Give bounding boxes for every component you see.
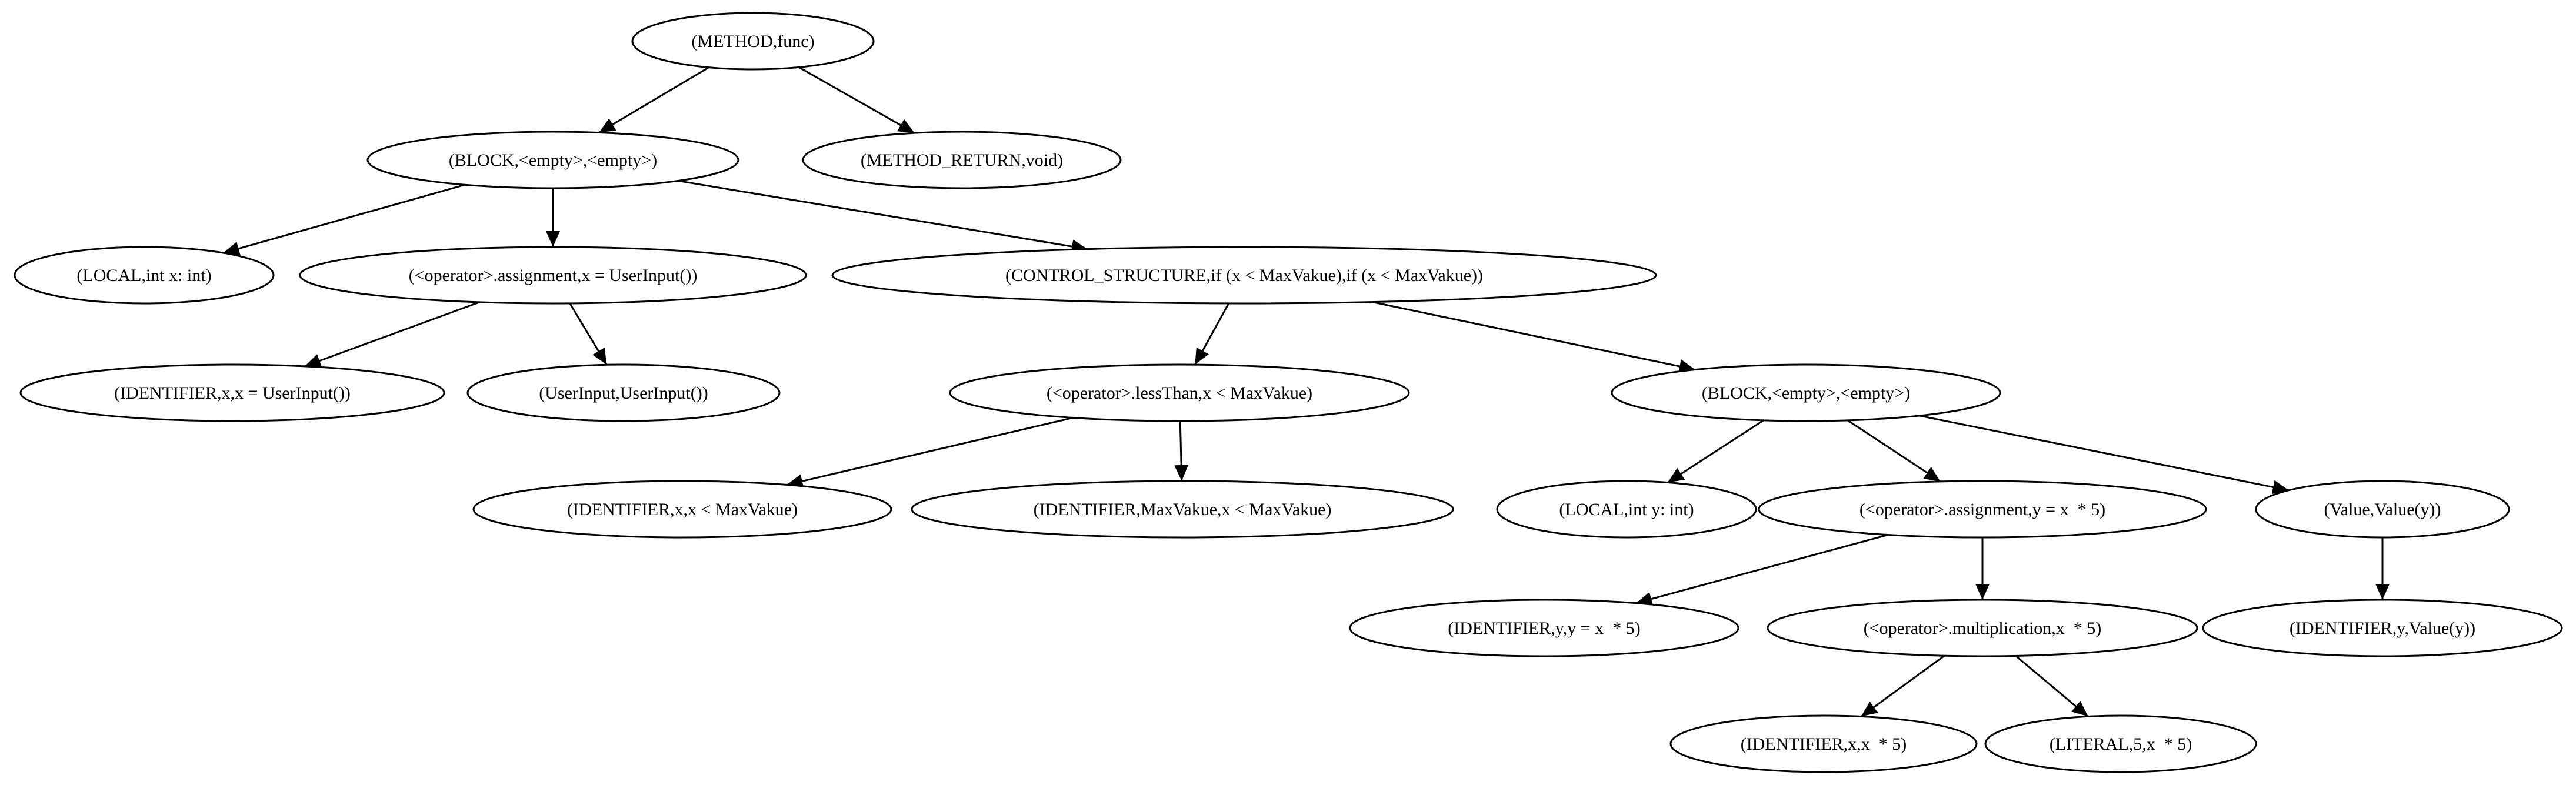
node-control_if: (CONTROL_STRUCTURE,if (x < MaxVakue),if … xyxy=(831,246,1657,305)
node-ellipse xyxy=(366,131,739,189)
edge-method-to-block_root xyxy=(598,66,709,133)
node-ellipse xyxy=(1496,480,1757,539)
node-local_y: (LOCAL,int y: int) xyxy=(1496,480,1757,539)
node-label: (UserInput,UserInput()) xyxy=(539,383,708,403)
node-ident_x_lt: (IDENTIFIER,x,x < MaxVakue) xyxy=(472,480,892,539)
node-ident_x_assign: (IDENTIFIER,x,x = UserInput()) xyxy=(19,363,445,422)
node-label: (<operator>.assignment,y = x * 5) xyxy=(1859,500,2105,519)
edge-assign_x-to-ident_x_assign xyxy=(304,301,480,368)
node-label: (IDENTIFIER,x,x < MaxVakue) xyxy=(567,500,798,519)
edge-block_root-to-control_if xyxy=(678,179,1088,253)
node-local_x: (LOCAL,int x: int) xyxy=(14,246,275,305)
node-ellipse xyxy=(1758,480,2207,539)
node-ellipse xyxy=(1349,599,1739,657)
edge-block_if-to-assign_y xyxy=(1847,419,1941,483)
node-label: (LOCAL,int x: int) xyxy=(76,266,211,285)
edge-control_if-to-lessthan xyxy=(1194,303,1229,365)
edge-assign_y-to-ident_y_assign xyxy=(1635,534,1888,606)
node-method: (METHOD,func) xyxy=(631,12,875,71)
node-ellipse xyxy=(831,246,1657,305)
node-ellipse xyxy=(2202,599,2563,657)
edge-control_if-to-block_if xyxy=(1372,301,1696,373)
node-label: (LITERAL,5,x * 5) xyxy=(2050,734,2192,754)
node-ident_y_value: (IDENTIFIER,y,Value(y)) xyxy=(2202,599,2563,657)
node-ident_y_assign: (IDENTIFIER,y,y = x * 5) xyxy=(1349,599,1739,657)
node-block_if: (BLOCK,<empty>,<empty>) xyxy=(1611,363,2001,422)
node-label: (METHOD_RETURN,void) xyxy=(861,151,1063,170)
node-method_return: (METHOD_RETURN,void) xyxy=(802,131,1122,189)
node-ellipse xyxy=(631,12,875,71)
node-ellipse xyxy=(1669,714,1978,773)
edges-layer xyxy=(223,66,2390,717)
node-ellipse xyxy=(911,480,1454,539)
node-label: (LOCAL,int y: int) xyxy=(1559,500,1694,519)
node-ellipse xyxy=(949,363,1410,422)
node-ellipse xyxy=(1767,599,2198,657)
node-ellipse xyxy=(19,363,445,422)
node-multiplication: (<operator>.multiplication,x * 5) xyxy=(1767,599,2198,657)
node-label: (<operator>.lessThan,x < MaxVakue) xyxy=(1047,383,1312,403)
node-label: (IDENTIFIER,y,Value(y)) xyxy=(2290,619,2475,638)
node-ident_x_mul: (IDENTIFIER,x,x * 5) xyxy=(1669,714,1978,773)
node-ellipse xyxy=(14,246,275,305)
node-label: (BLOCK,<empty>,<empty>) xyxy=(1702,383,1910,403)
node-assign_x: (<operator>.assignment,x = UserInput()) xyxy=(299,246,807,305)
node-label: (BLOCK,<empty>,<empty>) xyxy=(449,151,657,170)
edge-lessthan-to-ident_max_lt xyxy=(1174,420,1189,482)
node-userinput: (UserInput,UserInput()) xyxy=(466,363,781,422)
nodes-layer: (METHOD,func) (BLOCK,<empty>,<empty>) (MET… xyxy=(14,12,2563,773)
edge-block_root-to-local_x xyxy=(223,183,465,256)
edge-multiplication-to-literal_5 xyxy=(2015,655,2089,717)
node-label: (Value,Value(y)) xyxy=(2324,500,2441,519)
node-label: (IDENTIFIER,x,x * 5) xyxy=(1741,734,1907,754)
node-value_call: (Value,Value(y)) xyxy=(2255,480,2510,539)
node-label: (<operator>.multiplication,x * 5) xyxy=(1864,619,2102,638)
node-ellipse xyxy=(1611,363,2001,422)
node-label: (IDENTIFIER,MaxVakue,x < MaxVakue) xyxy=(1034,500,1332,519)
node-ellipse xyxy=(2255,480,2510,539)
edge-multiplication-to-ident_x_mul xyxy=(1860,655,1945,717)
node-literal_5: (LITERAL,5,x * 5) xyxy=(1984,714,2257,773)
node-label: (IDENTIFIER,y,y = x * 5) xyxy=(1448,619,1640,638)
node-ellipse xyxy=(466,363,781,422)
edge-assign_x-to-userinput xyxy=(569,303,608,366)
node-ellipse xyxy=(472,480,892,539)
edge-lessthan-to-ident_x_lt xyxy=(787,417,1073,488)
node-ellipse xyxy=(802,131,1122,189)
node-assign_y: (<operator>.assignment,y = x * 5) xyxy=(1758,480,2207,539)
node-ellipse xyxy=(299,246,807,305)
node-label: (IDENTIFIER,x,x = UserInput()) xyxy=(114,383,351,403)
node-ellipse xyxy=(1984,714,2257,773)
node-label: (CONTROL_STRUCTURE,if (x < MaxVakue),if … xyxy=(1005,266,1483,285)
edge-block_if-to-value_call xyxy=(1919,415,2289,495)
node-label: (METHOD,func) xyxy=(691,32,814,51)
edge-method-to-method_return xyxy=(798,66,915,134)
node-lessthan: (<operator>.lessThan,x < MaxVakue) xyxy=(949,363,1410,422)
node-ident_max_lt: (IDENTIFIER,MaxVakue,x < MaxVakue) xyxy=(911,480,1454,539)
node-block_root: (BLOCK,<empty>,<empty>) xyxy=(366,131,739,189)
node-label: (<operator>.assignment,x = UserInput()) xyxy=(409,266,698,285)
edge-block_if-to-local_y xyxy=(1667,419,1764,483)
